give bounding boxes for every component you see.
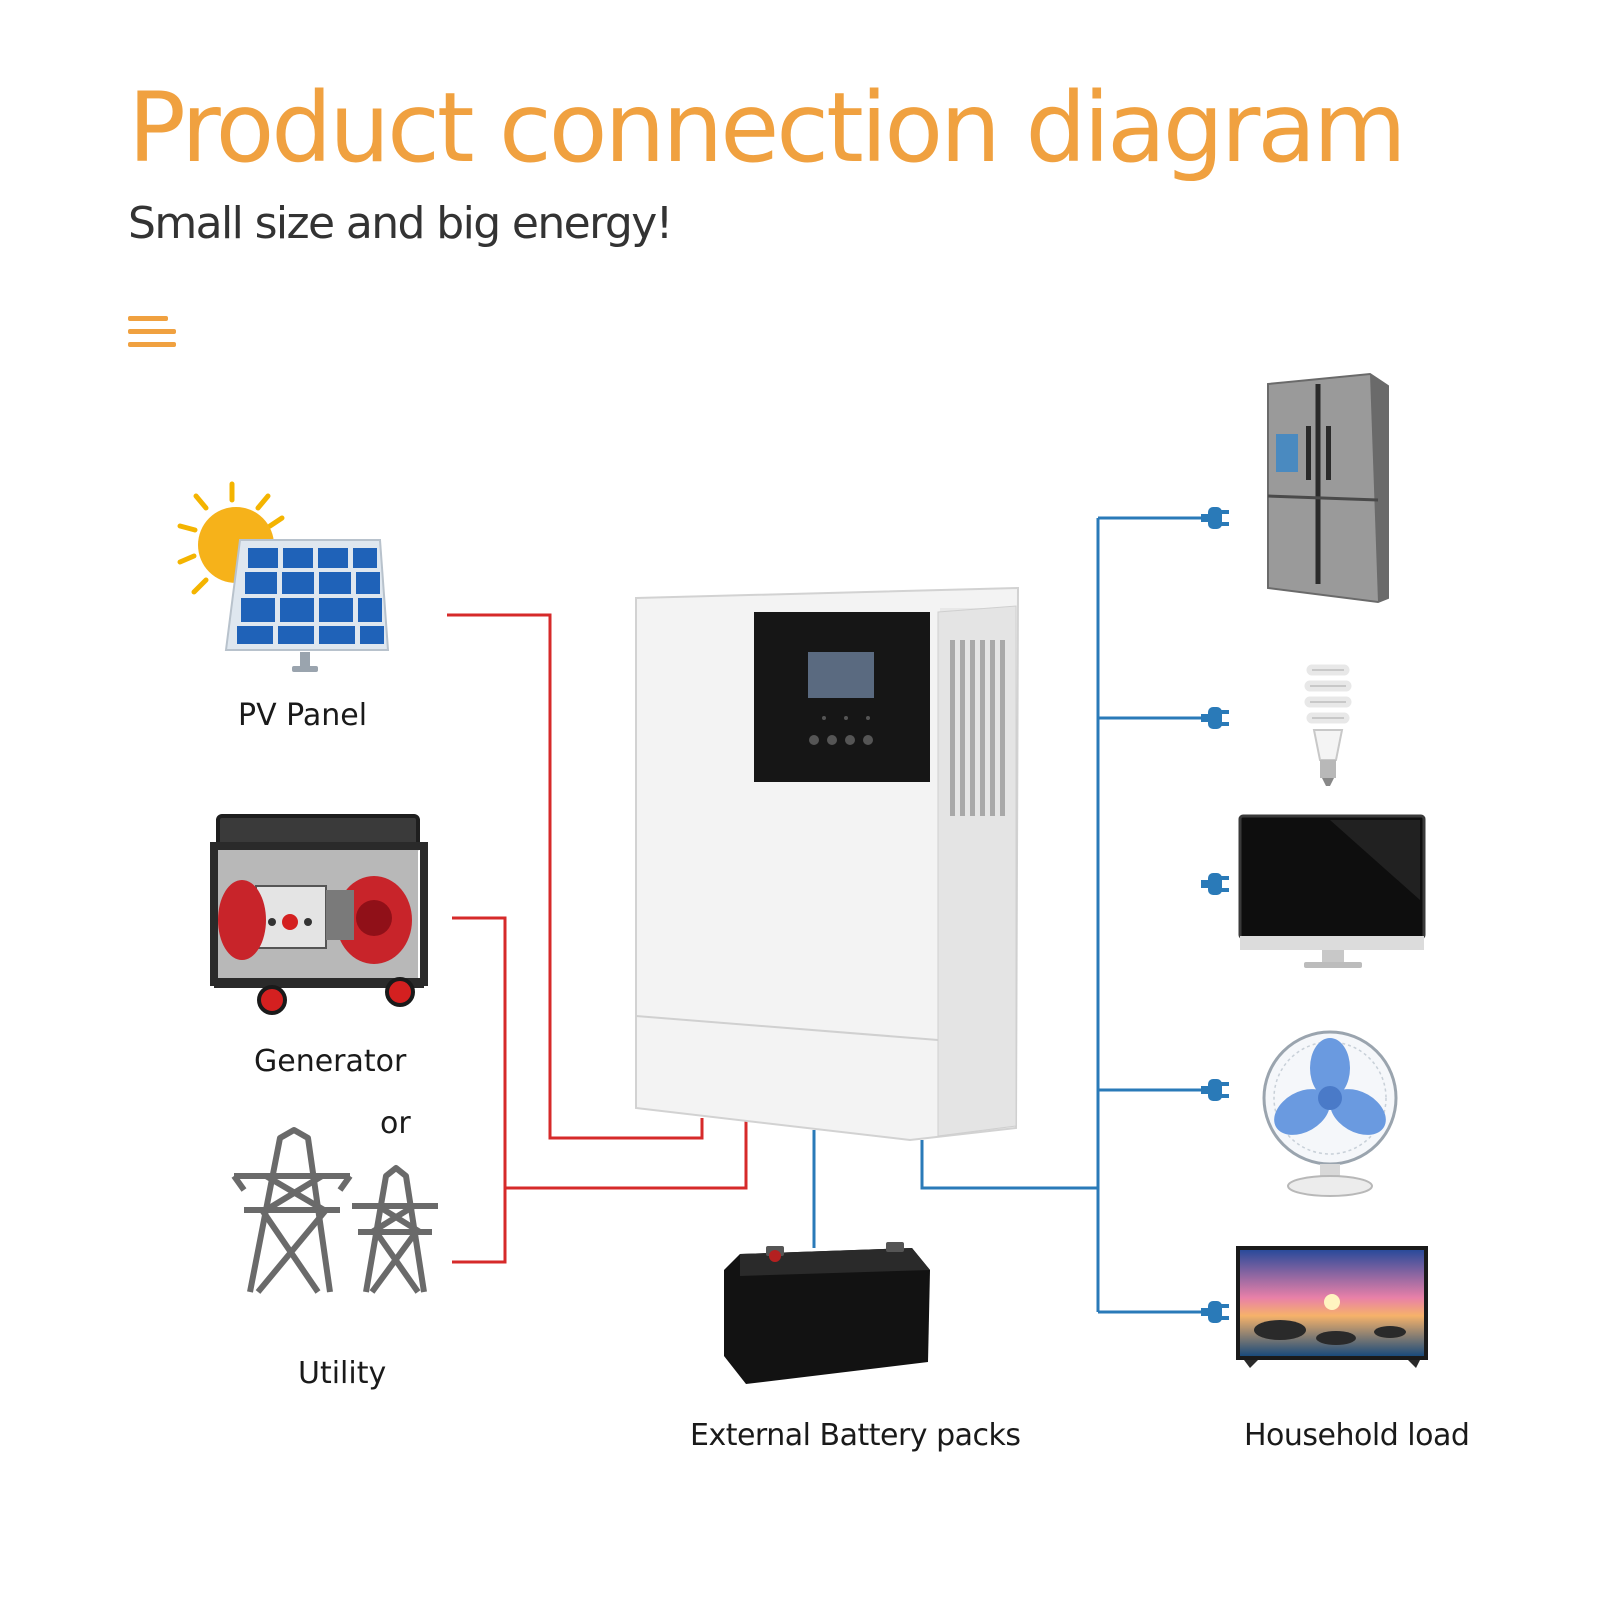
load-wires — [812, 516, 1208, 1314]
load-bus — [920, 1140, 1098, 1190]
television-icon — [1236, 1246, 1428, 1368]
grid-wire — [505, 1118, 748, 1190]
label-generator: Generator — [254, 1044, 407, 1079]
monitor-icon — [1238, 814, 1426, 968]
battery-icon — [724, 1242, 930, 1384]
generator-wire — [452, 916, 507, 1264]
inverter-vent — [950, 640, 1005, 816]
plug-icon-bulb — [1201, 707, 1229, 729]
utility-towers-icon — [231, 1127, 438, 1294]
plug-icon-fridge — [1201, 507, 1229, 529]
sun-icon — [177, 481, 285, 595]
fan-icon — [1262, 1030, 1398, 1197]
plug-icon-tv — [1201, 1301, 1229, 1323]
page-title: Product connection diagram — [128, 72, 1407, 184]
generator-icon — [210, 814, 428, 1015]
inverter-unit — [635, 586, 1020, 1142]
source-wires — [447, 613, 748, 1264]
label-pv-panel: PV Panel — [238, 698, 368, 733]
menu-icon[interactable] — [128, 316, 176, 352]
plug-icon-fan — [1201, 1079, 1229, 1101]
label-battery: External Battery packs — [690, 1418, 1021, 1453]
refrigerator-icon — [1267, 372, 1389, 604]
plug-icon-monitor — [1201, 873, 1229, 895]
label-utility: Utility — [298, 1356, 387, 1391]
light-bulb-icon — [1304, 664, 1352, 786]
page-subtitle: Small size and big energy! — [128, 198, 673, 249]
label-or: or — [380, 1106, 411, 1141]
inverter-lcd-screen — [808, 652, 874, 698]
pv-wire — [447, 613, 704, 1140]
label-household-load: Household load — [1244, 1418, 1470, 1453]
pv-panel-icon — [177, 481, 390, 672]
